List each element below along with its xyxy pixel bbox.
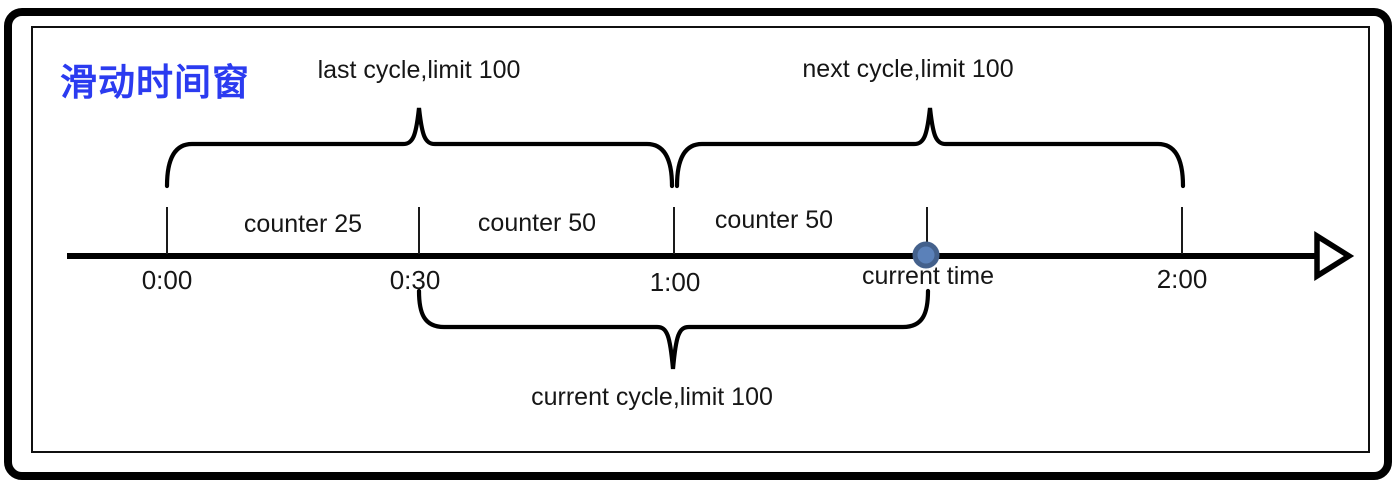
tick-label-0100: 1:00 xyxy=(649,267,701,297)
page-title: 滑动时间窗 xyxy=(60,62,250,103)
brace-current-cycle xyxy=(416,288,931,370)
inner-frame xyxy=(31,26,1370,453)
tick-label-0030: 0:30 xyxy=(389,265,441,295)
timeline-arrowhead-icon xyxy=(1314,231,1355,281)
label-next-cycle: next cycle,limit 100 xyxy=(802,55,1014,83)
brace-last-cycle xyxy=(164,107,675,189)
brace-next-cycle xyxy=(674,107,1186,189)
tick-label-0200: 2:00 xyxy=(1156,264,1208,294)
label-current-cycle: current cycle,limit 100 xyxy=(531,383,773,411)
segment-label-counter-50-a: counter 50 xyxy=(477,209,597,237)
segment-label-counter-25: counter 25 xyxy=(243,210,363,238)
segment-label-counter-50-b: counter 50 xyxy=(714,206,834,234)
tick-label-0000: 0:00 xyxy=(141,265,193,295)
label-last-cycle: last cycle,limit 100 xyxy=(317,56,521,84)
current-time-marker xyxy=(912,241,940,269)
current-time-label: current time xyxy=(862,262,994,290)
